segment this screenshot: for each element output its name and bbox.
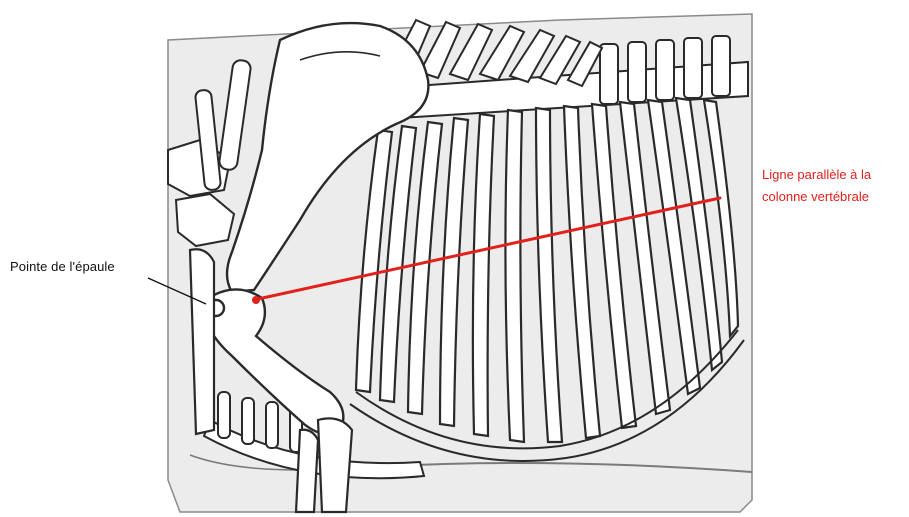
parallel-line-label-line2: colonne vertébrale: [762, 186, 869, 208]
shoulder-point-marker: [252, 296, 260, 304]
parallel-line-label-line1: Ligne parallèle à la: [762, 164, 871, 186]
shoulder-point-label: Pointe de l'épaule: [10, 259, 115, 274]
